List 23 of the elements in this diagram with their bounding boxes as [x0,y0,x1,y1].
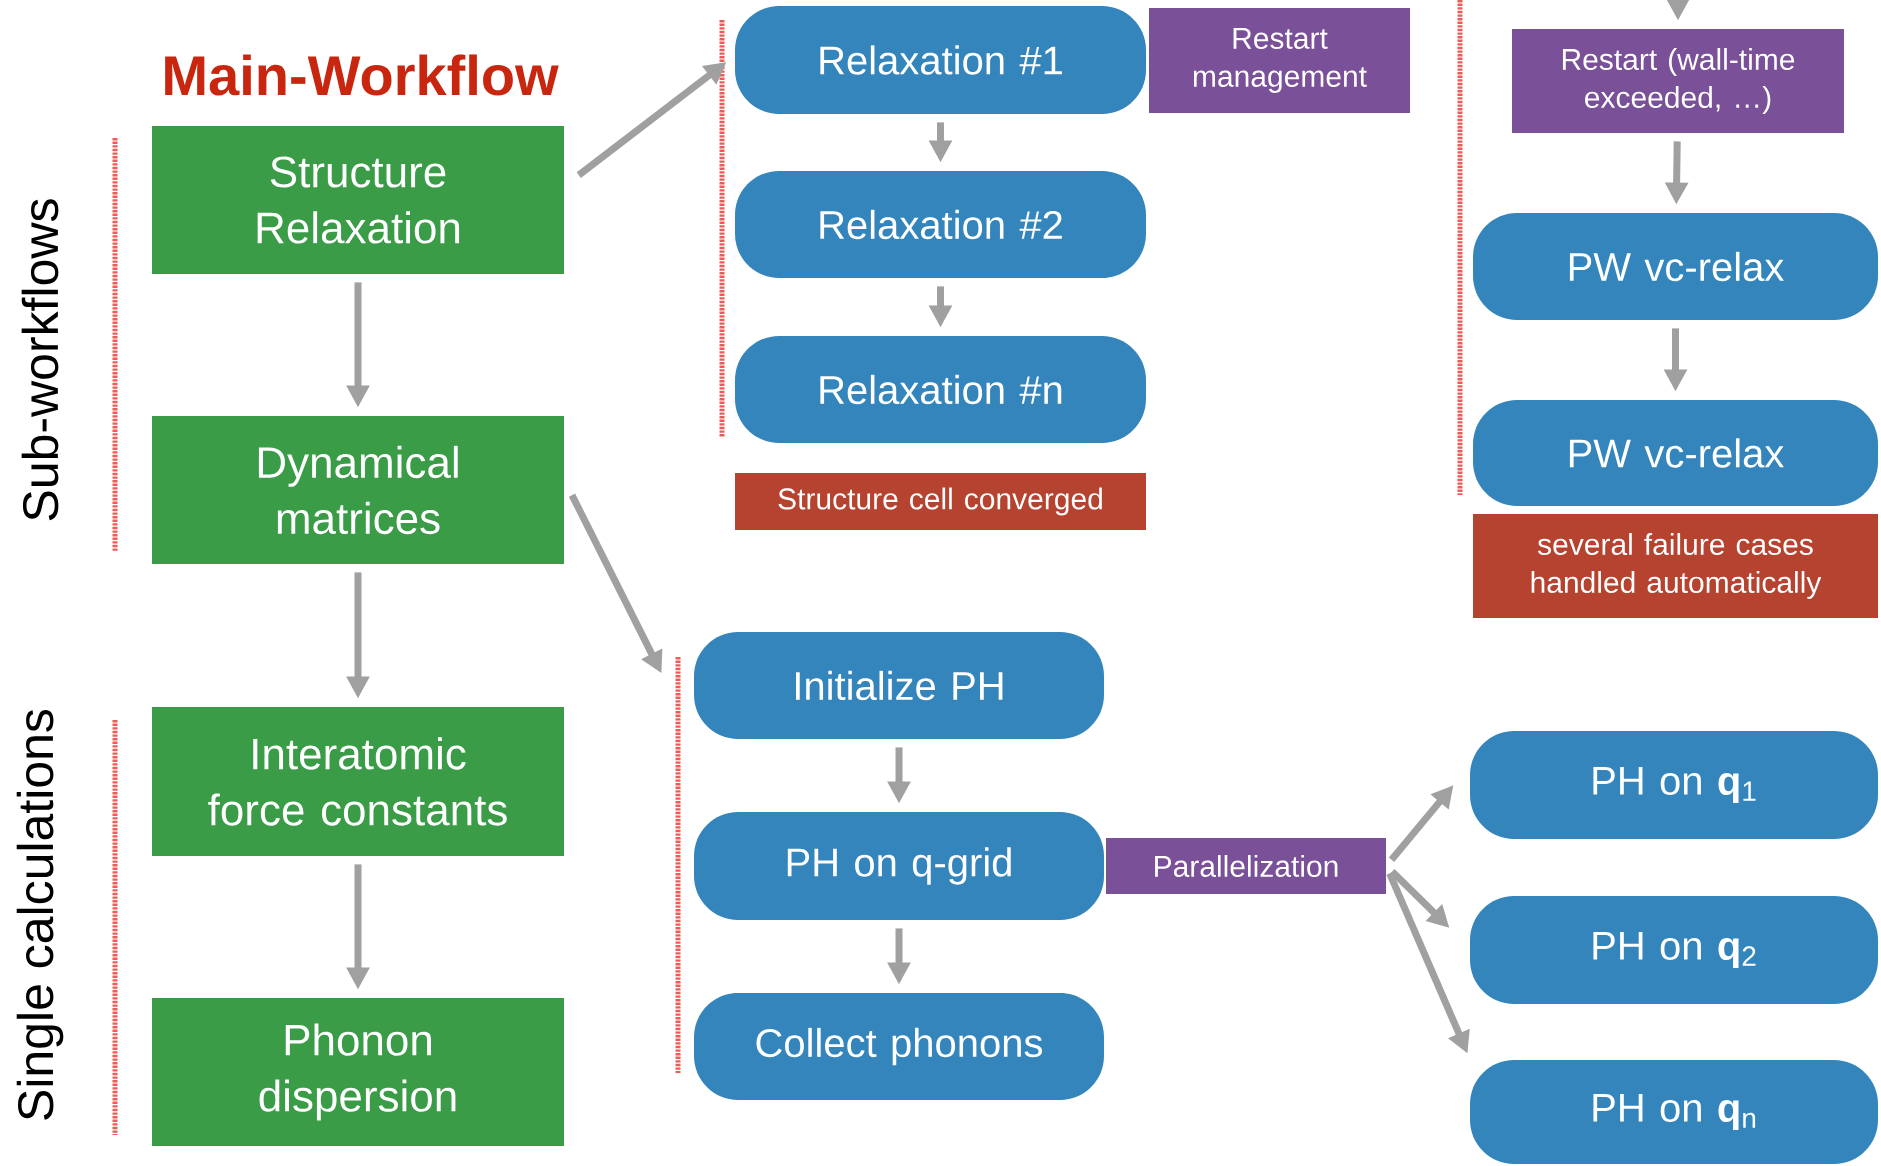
step-box: Relaxation #n [735,336,1146,443]
step-box: PH on q-grid [694,812,1104,920]
step-box: PH on q$_{2}$ [1470,896,1878,1004]
step-box: Relaxation #2 [735,171,1146,278]
section-label: Sub-workflows [21,199,59,521]
note-box: Restart (wall-time exceeded, …) [1512,29,1844,133]
process-box: Phonon dispersion [152,998,564,1146]
step-box: PW vc-relax [1473,400,1878,506]
note-box: Restart management [1149,8,1410,113]
step-box: Relaxation #1 [735,6,1146,114]
step-box: Collect phonons [694,993,1104,1100]
process-box: Structure Relaxation [152,126,564,274]
section-label: Single calculations [16,709,64,1120]
note-box: Parallelization [1106,838,1386,894]
status-box: several failure cases handled automatically [1473,514,1878,618]
process-box: Interatomic force constants [152,707,564,856]
title: Main-Workflow [165,54,559,96]
process-box: Dynamical matrices [152,416,564,564]
status-box: Structure cell converged [735,473,1146,530]
step-box: PH on q$_{1}$ [1470,731,1878,839]
step-box: PH on q$_{n}$ [1470,1060,1878,1164]
step-box: Initialize PH [694,632,1104,739]
step-box: PW vc-relax [1473,213,1878,320]
